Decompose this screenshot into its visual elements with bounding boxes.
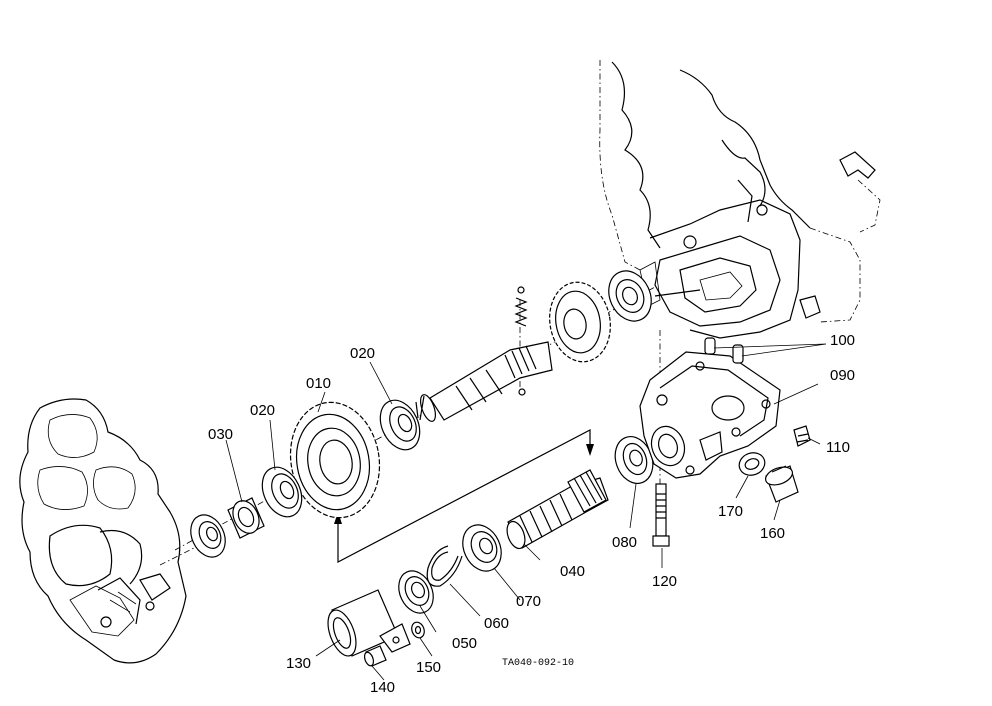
bearing-020-upper — [379, 399, 421, 451]
callout-010: 010 — [306, 375, 331, 392]
callout-030: 030 — [208, 426, 233, 443]
callout-080: 080 — [612, 534, 637, 551]
oil-seal-050 — [398, 570, 434, 614]
callout-170: 170 — [718, 503, 743, 520]
callout-020-upper: 020 — [350, 345, 375, 362]
washer-150 — [411, 621, 425, 639]
callout-050: 050 — [452, 635, 477, 652]
drawing-code: TA040-092-10 — [502, 658, 574, 669]
callout-160: 160 — [760, 525, 785, 542]
large-gear-010 — [289, 401, 381, 519]
callout-130: 130 — [286, 655, 311, 672]
callout-040: 040 — [560, 563, 585, 580]
pins-100 — [704, 337, 744, 364]
bearing-070 — [462, 524, 502, 572]
transmission-case — [599, 60, 881, 339]
callout-100: 100 — [830, 332, 855, 349]
plug-160 — [764, 465, 799, 503]
callout-150: 150 — [416, 659, 441, 676]
detent-spring — [514, 286, 528, 396]
callout-070: 070 — [516, 593, 541, 610]
leader-lines — [225, 343, 827, 681]
o-ring-170 — [738, 452, 766, 476]
callout-060: 060 — [484, 615, 509, 632]
bolt-140 — [363, 645, 387, 667]
housing-090 — [639, 351, 781, 479]
upper-small-gear — [549, 281, 611, 363]
bearing-020-lower — [261, 466, 303, 518]
upper-shaft — [415, 341, 553, 422]
bolt-110 — [793, 425, 811, 447]
callout-140: 140 — [370, 679, 395, 696]
cover-130 — [327, 589, 411, 657]
housing-side-bearing — [190, 514, 226, 558]
callout-110: 110 — [826, 439, 850, 456]
shaft-040 — [506, 469, 609, 550]
callout-120: 120 — [652, 573, 677, 590]
snap-ring-060 — [426, 545, 463, 587]
callout-labels: 010 020 020 030 040 050 060 070 080 090 … — [208, 332, 855, 696]
callout-090: 090 — [830, 367, 855, 384]
collar-030 — [227, 497, 265, 539]
upper-bearing — [608, 270, 652, 322]
stud-120 — [652, 483, 670, 547]
callout-020-lower: 020 — [250, 402, 275, 419]
housing-cover — [19, 398, 187, 664]
